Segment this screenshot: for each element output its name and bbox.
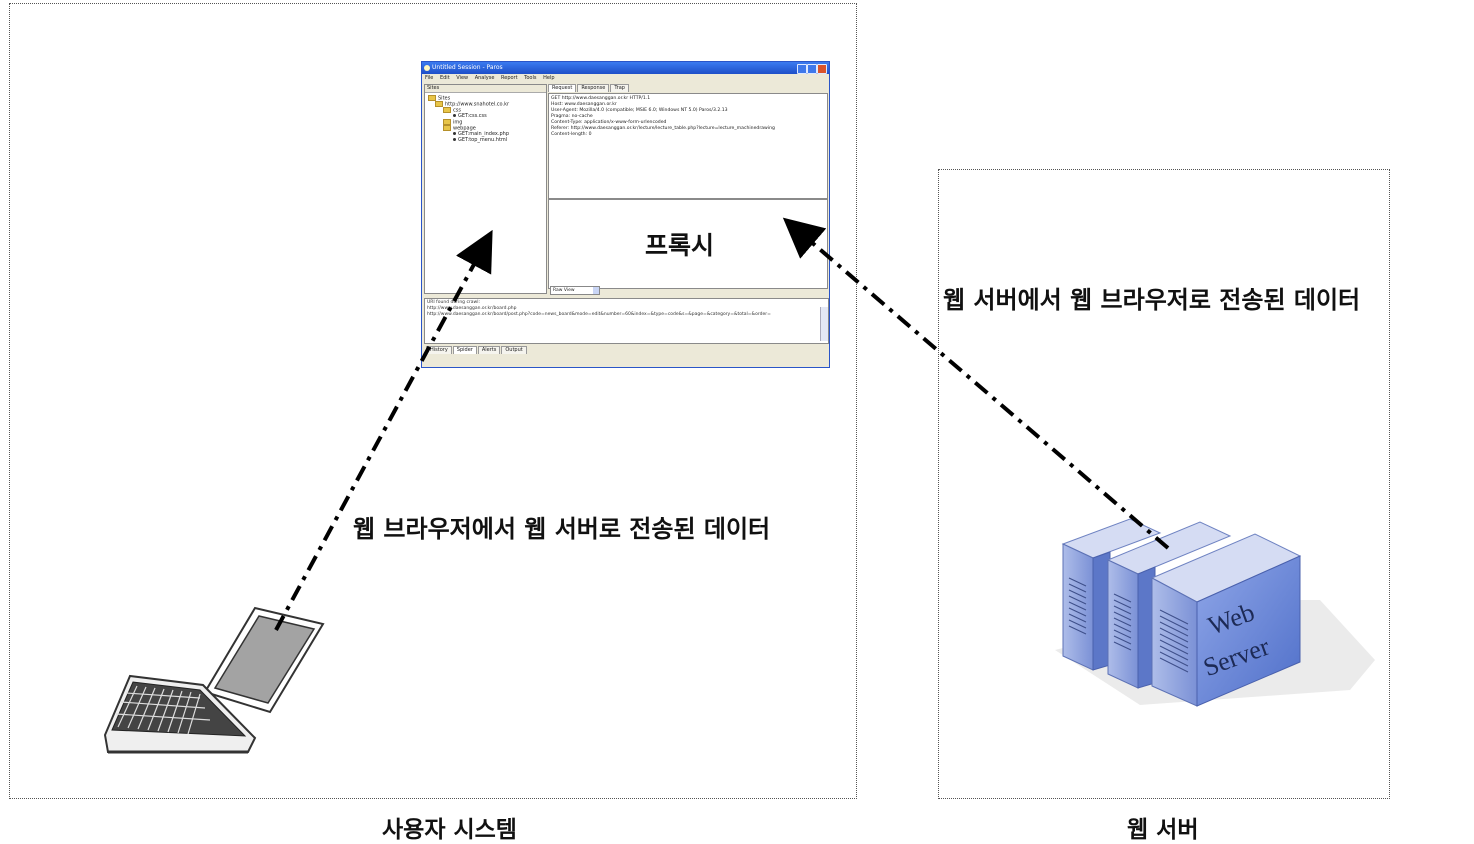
app-icon — [424, 65, 430, 71]
tab-alerts[interactable]: Alerts — [477, 346, 501, 354]
folder-icon — [443, 107, 451, 113]
sites-header: Sites — [425, 85, 546, 93]
browser-to-server-arrow — [274, 229, 493, 631]
maximize-icon[interactable] — [807, 64, 817, 74]
folder-icon — [443, 119, 451, 125]
tree-node-sites[interactable]: Sites — [428, 95, 450, 102]
web-server-caption: 웹 서버 — [1127, 817, 1199, 843]
menu-file[interactable]: File — [425, 75, 434, 81]
tab-trap[interactable]: Trap — [610, 84, 629, 92]
laptop-icon — [103, 606, 325, 754]
request-line: Referer: http://www.daesanggan.or.kr/lec… — [551, 126, 775, 131]
tree-node-get-top[interactable]: GET:top_menu.html — [453, 137, 507, 143]
chevron-down-icon — [593, 287, 599, 294]
server-to-browser-arrow — [782, 217, 1170, 550]
tree-node-host[interactable]: http://www.snahotel.co.kr — [435, 101, 509, 108]
menu-tools[interactable]: Tools — [524, 75, 537, 81]
menu-help[interactable]: Help — [543, 75, 555, 81]
menu-analyse[interactable]: Analyse — [474, 75, 495, 81]
raw-view-select[interactable]: Raw View — [550, 286, 600, 295]
request-line: Pragma: no-cache — [551, 114, 593, 119]
user-system-caption: 사용자 시스템 — [382, 817, 517, 843]
server-to-browser-label: 웹 서버에서 웹 브라우저로 전송된 데이터 — [943, 286, 1361, 314]
folder-icon — [435, 101, 443, 107]
close-icon[interactable] — [817, 64, 827, 74]
request-bullet-icon — [453, 132, 456, 135]
tree-node-css-get[interactable]: GET:css.css — [453, 113, 487, 119]
spider-output-pane[interactable]: URI found during crawl: http://www.daesa… — [424, 298, 829, 344]
menu-view[interactable]: View — [456, 75, 469, 81]
folder-icon — [428, 95, 436, 101]
tab-spider[interactable]: Spider — [452, 346, 477, 354]
request-line: Content-Type: application/x-www-form-url… — [551, 120, 667, 125]
request-line: User-Agent: Mozilla/4.0 (compatible; MSI… — [551, 108, 728, 113]
browser-to-server-label: 웹 브라우저에서 웹 서버로 전송된 데이터 — [353, 515, 771, 543]
spider-line: http://www.daesanggan.or.kr/board/post.p… — [427, 312, 771, 317]
request-line: GET http://www.daesanggan.or.kr HTTP/1.1 — [551, 96, 651, 101]
proxy-window-title: Untitled Session - Paros — [432, 64, 503, 71]
request-body-pane[interactable] — [548, 199, 828, 289]
request-bullet-icon — [453, 138, 456, 141]
menu-report[interactable]: Report — [501, 75, 518, 81]
tab-output[interactable]: Output — [501, 346, 527, 354]
tree-node-img[interactable]: img — [443, 119, 462, 126]
tab-response[interactable]: Response — [577, 84, 610, 92]
request-line: Host: www.daesanggan.or.kr — [551, 102, 617, 107]
folder-icon — [443, 125, 451, 131]
spider-line: URI found during crawl: — [427, 300, 480, 305]
web-server-icon: Web Server — [1055, 518, 1375, 707]
user-system-region — [9, 3, 857, 799]
spider-line: http://www.daesanggan.or.kr/board.php — [427, 306, 517, 311]
proxy-app-window: Untitled Session - Paros File Edit View … — [421, 61, 830, 368]
minimize-icon[interactable] — [797, 64, 807, 74]
tree-node-css[interactable]: css — [443, 107, 461, 114]
request-header-pane[interactable]: GET http://www.daesanggan.or.kr HTTP/1.1… — [548, 93, 828, 199]
proxy-label: 프록시 — [645, 231, 715, 260]
proxy-menubar: File Edit View Analyse Report Tools Help — [422, 74, 829, 83]
menu-edit[interactable]: Edit — [439, 75, 450, 81]
tree-node-webpage[interactable]: webpage — [443, 125, 476, 132]
proxy-titlebar: Untitled Session - Paros — [422, 62, 829, 74]
tree-node-get-main[interactable]: GET:main_index.php — [453, 131, 509, 137]
web-server-region — [938, 169, 1390, 799]
vertical-scrollbar[interactable] — [820, 307, 828, 341]
request-bullet-icon — [453, 114, 456, 117]
tab-request[interactable]: Request — [548, 84, 577, 92]
request-line: Content-length: 0 — [551, 132, 592, 137]
